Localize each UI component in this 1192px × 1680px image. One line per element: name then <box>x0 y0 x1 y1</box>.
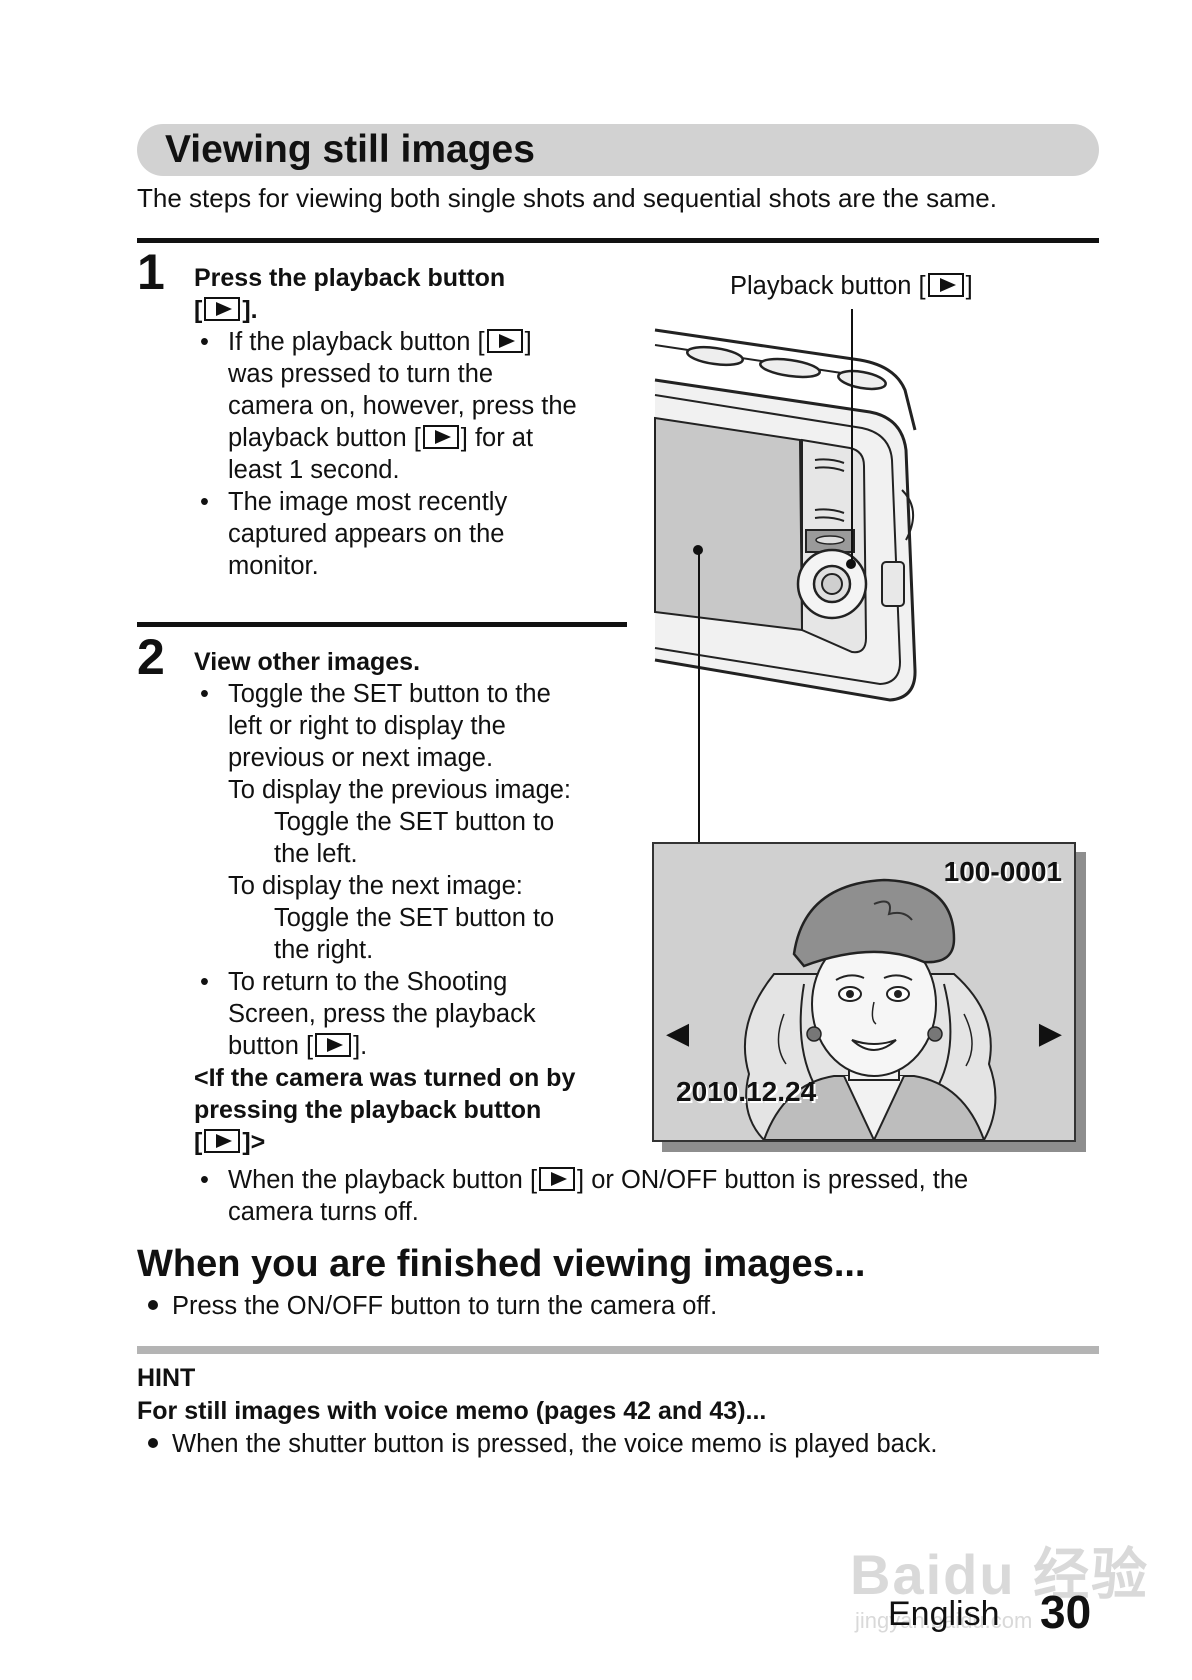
text-line: camera turns off. <box>228 1198 419 1226</box>
playback-icon <box>422 425 459 449</box>
section-title-bar <box>137 124 1099 176</box>
next-label: To display the next image: <box>228 872 523 900</box>
step2-rule <box>137 622 627 627</box>
step2-number: 2 <box>137 629 165 685</box>
bracket-close: ]. <box>242 296 258 324</box>
section-title: Viewing still images <box>165 128 535 171</box>
right-arrow-icon: ▶ <box>1038 1017 1062 1050</box>
text-line: If the playback button [] <box>228 328 532 356</box>
condition-line: pressing the playback button <box>194 1096 542 1124</box>
playback-leader-line <box>851 309 853 567</box>
file-number: 100-0001 <box>943 856 1062 887</box>
text-line: button []. <box>228 1032 368 1060</box>
condition-heading: <If the camera was turned on by pressing… <box>194 1062 634 1158</box>
step2-block: View other images. • Toggle the SET butt… <box>194 646 634 1158</box>
hint-rule <box>137 1346 1099 1354</box>
playback-icon <box>539 1167 576 1191</box>
step1-heading: Press the playback button []. <box>194 262 634 326</box>
step1-bullet-2: • The image most recently captured appea… <box>200 486 634 582</box>
date-stamp: 2010.12.24 <box>676 1076 817 1107</box>
step2-bullets: • Toggle the SET button to the left or r… <box>200 678 634 1062</box>
text-line: playback button [] for at <box>228 424 534 452</box>
baidu-watermark-url: jingyan.baidu.com <box>855 1608 1033 1633</box>
playback-icon <box>927 273 964 297</box>
text-line: monitor. <box>228 552 319 580</box>
text-line: least 1 second. <box>228 456 400 484</box>
baidu-watermark-logo: Baidu 经验 <box>850 1543 1150 1606</box>
text-line: camera on, however, press the <box>228 392 577 420</box>
hint-bullet: When the shutter button is pressed, the … <box>148 1428 937 1460</box>
step1-bullets: • If the playback button [] was pressed … <box>200 326 634 582</box>
playback-icon <box>204 297 241 321</box>
bracket-open: [ <box>194 296 203 324</box>
playback-button-label: Playback button [] <box>730 272 973 300</box>
step2-bullet-3: • When the playback button [] or ON/OFF … <box>200 1164 1108 1228</box>
leader-dot <box>693 545 703 555</box>
finished-heading: When you are finished viewing images... <box>137 1243 866 1285</box>
text-line: left or right to display the <box>228 712 506 740</box>
page-number: 30 <box>1040 1586 1092 1638</box>
step2-heading: View other images. <box>194 648 421 676</box>
text-line: Screen, press the playback <box>228 1000 536 1028</box>
text-line: To return to the Shooting <box>228 968 508 996</box>
text-line: The image most recently <box>228 488 508 516</box>
step2-bullet-2: • To return to the Shooting Screen, pres… <box>200 966 634 1062</box>
text-line: When the playback button [] or ON/OFF bu… <box>228 1166 969 1194</box>
monitor-display: 100-0001 2010.12.24 ◀ ▶ <box>652 842 1076 1142</box>
step1-bullet-1: • If the playback button [] was pressed … <box>200 326 634 486</box>
footer-language: English <box>888 1595 1000 1633</box>
hint-label: HINT <box>137 1364 196 1392</box>
camera-illustration <box>654 328 917 702</box>
step1-rule <box>137 238 1099 243</box>
text-line: Toggle the SET button to <box>274 904 555 932</box>
playback-icon <box>315 1033 352 1057</box>
condition-line: []> <box>194 1128 266 1156</box>
text-line: was pressed to turn the <box>228 360 494 388</box>
portrait-illustration <box>743 878 997 1140</box>
finished-bullet: Press the ON/OFF button to turn the came… <box>148 1290 717 1322</box>
playback-icon <box>204 1129 241 1153</box>
text-line: captured appears on the <box>228 520 505 548</box>
hint-subheading: For still images with voice memo (pages … <box>137 1397 767 1425</box>
monitor-leader-line <box>698 550 700 842</box>
text-line: the right. <box>274 936 374 964</box>
text-line: the left. <box>274 840 358 868</box>
playback-icon <box>486 329 523 353</box>
text-line: Toggle the SET button to <box>274 808 555 836</box>
prev-label: To display the previous image: <box>228 776 572 804</box>
text-line: Toggle the SET button to the <box>228 680 551 708</box>
bullet-dot <box>148 1438 158 1448</box>
leader-dot <box>846 559 856 569</box>
intro-text: The steps for viewing both single shots … <box>137 183 997 213</box>
step1-number: 1 <box>137 244 165 300</box>
left-arrow-icon: ◀ <box>666 1017 690 1050</box>
step1-block: Press the playback button []. • If the p… <box>194 262 634 582</box>
step1-heading-line1: Press the playback button <box>194 264 506 292</box>
step2-bullet-1: • Toggle the SET button to the left or r… <box>200 678 634 966</box>
condition-line: <If the camera was turned on by <box>194 1064 576 1092</box>
text-line: previous or next image. <box>228 744 494 772</box>
step1-heading-line2: []. <box>194 294 634 326</box>
bullet-dot <box>148 1300 158 1310</box>
